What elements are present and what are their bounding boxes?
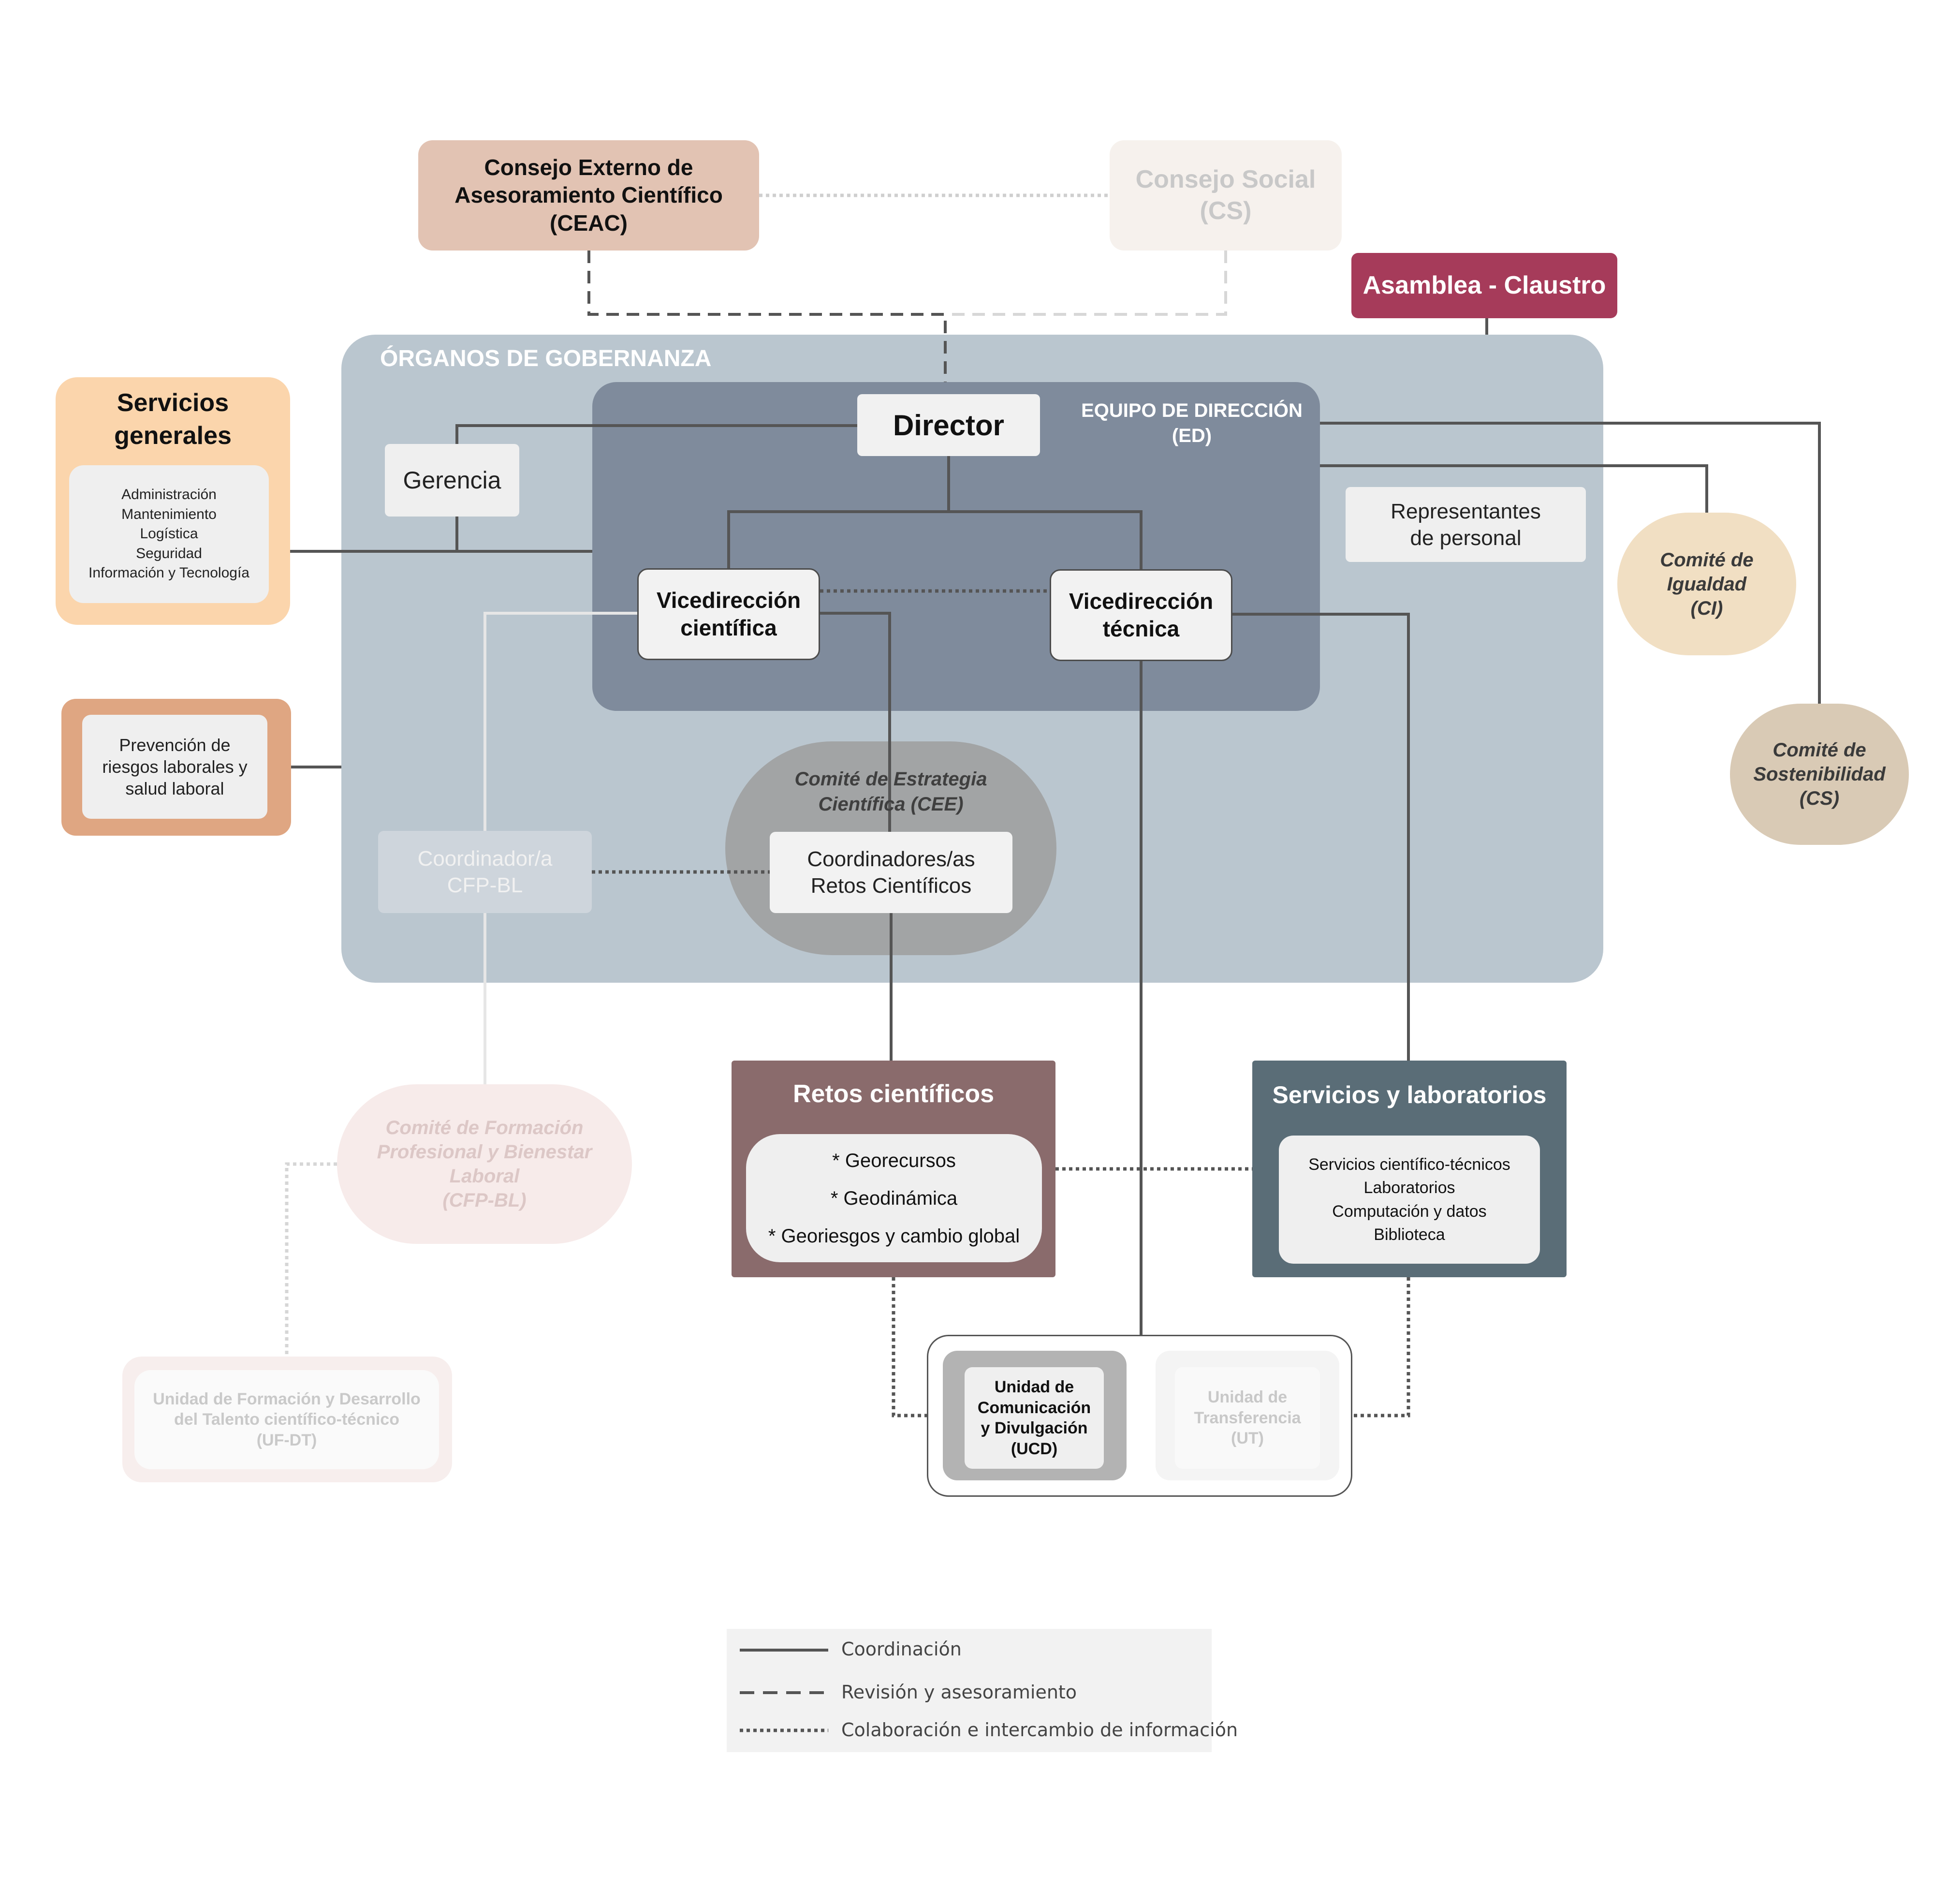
ufdt-label: Unidad de Formación y Desarrollo del Tal… — [153, 1389, 421, 1449]
line-ed-csost — [1320, 422, 1821, 704]
servicios-laboratorios-items: Servicios científico-técnicos Laboratori… — [1308, 1155, 1510, 1244]
coordinador-cfp-box: Coordinador/a CFP-BL — [378, 831, 592, 913]
line-ceac-director — [587, 251, 947, 382]
asamblea-box: Asamblea - Claustro — [1351, 253, 1617, 318]
line-cfpbl-ufdt — [285, 1162, 337, 1357]
line-director-vices — [727, 456, 1143, 569]
line-ed-ci — [1320, 464, 1708, 513]
consejo-social-box: Consejo Social (CS) — [1110, 140, 1342, 251]
representantes-box: Representantes de personal — [1346, 487, 1586, 562]
prevencion-inner: Prevención de riesgos laborales y salud … — [82, 715, 267, 819]
comite-sostenibilidad-label: Comité de Sostenibilidad (CS) — [1753, 739, 1886, 809]
ceac-box: Consejo Externo de Asesoramiento Científ… — [418, 140, 759, 251]
line-vicetec-servlab — [1232, 613, 1410, 1061]
line-vicecient-cee — [820, 612, 891, 832]
vice-cientifica-label: Vicedirección científica — [656, 587, 801, 641]
line-cs-director — [945, 251, 1227, 316]
coordinadores-retos-box: Coordinadores/as Retos Científicos — [770, 832, 1012, 913]
director-label: Director — [893, 409, 1005, 442]
coordinadores-retos-label: Coordinadores/as Retos Científicos — [807, 847, 975, 898]
vice-cientifica-box: Vicedirección científica — [637, 568, 820, 660]
vice-tecnica-box: Vicedirección técnica — [1050, 569, 1232, 661]
comite-sostenibilidad-bubble: Comité de Sostenibilidad (CS) — [1730, 704, 1909, 845]
servicios-generales-list: Administración Mantenimiento Logística S… — [69, 465, 269, 603]
coordinador-cfp-label: Coordinador/a CFP-BL — [417, 847, 553, 897]
ceac-label: Consejo Externo de Asesoramiento Científ… — [454, 154, 723, 236]
representantes-label: Representantes de personal — [1391, 499, 1541, 550]
servicios-generales-items: Administración Mantenimiento Logística S… — [88, 487, 249, 581]
ufdt-inner: Unidad de Formación y Desarrollo del Tal… — [134, 1370, 439, 1469]
ucd-label: Unidad de Comunicación y Divulgación (UC… — [977, 1378, 1091, 1458]
line-retos-units — [892, 1277, 927, 1417]
cfpbl-label: Comité de Formación Profesional y Bienes… — [377, 1117, 592, 1211]
legend-revision: Revisión y asesoramiento — [841, 1682, 1077, 1703]
ut-inner: Unidad de Transferencia (UT) — [1175, 1367, 1320, 1469]
retos-cientificos-items: * Georecursos * Geodinámica * Georiesgos… — [768, 1150, 1020, 1247]
vice-tecnica-label: Vicedirección técnica — [1069, 588, 1214, 642]
line-servlab-units — [1352, 1277, 1410, 1417]
gerencia-box: Gerencia — [385, 444, 519, 517]
servicios-laboratorios-list: Servicios científico-técnicos Laboratori… — [1279, 1136, 1540, 1264]
line-vicecient-cfpbl — [484, 612, 637, 1084]
ucd-inner: Unidad de Comunicación y Divulgación (UC… — [965, 1367, 1104, 1469]
legend-coordinacion: Coordinación — [841, 1638, 962, 1660]
legend-colaboracion: Colaboración e intercambio de informació… — [841, 1719, 1238, 1741]
ut-label: Unidad de Transferencia (UT) — [1194, 1388, 1301, 1448]
consejo-social-label: Consejo Social (CS) — [1135, 165, 1316, 225]
prevencion-label: Prevención de riesgos laborales y salud … — [102, 735, 248, 798]
director-box: Director — [857, 394, 1040, 456]
comite-igualdad-label: Comité de Igualdad (CI) — [1660, 549, 1754, 619]
asamblea-label: Asamblea - Claustro — [1363, 271, 1606, 299]
cee-title: Comité de Estrategia Científica (CEE) — [794, 768, 987, 815]
management-team-title: EQUIPO DE DIRECCIÓN (ED) — [1081, 400, 1303, 446]
servicios-laboratorios-title: Servicios y laboratorios — [1272, 1081, 1547, 1108]
cfpbl-bubble: Comité de Formación Profesional y Bienes… — [337, 1084, 632, 1244]
comite-igualdad-bubble: Comité de Igualdad (CI) — [1617, 513, 1796, 655]
governance-title: ÓRGANOS DE GOBERNANZA — [380, 346, 712, 371]
servicios-generales-title: Servicios generales — [114, 389, 232, 450]
line-director-gerencia — [455, 424, 857, 444]
retos-cientificos-title: Retos científicos — [792, 1080, 995, 1108]
gerencia-label: Gerencia — [403, 466, 501, 494]
retos-cientificos-list: * Georecursos * Geodinámica * Georiesgos… — [746, 1134, 1042, 1262]
